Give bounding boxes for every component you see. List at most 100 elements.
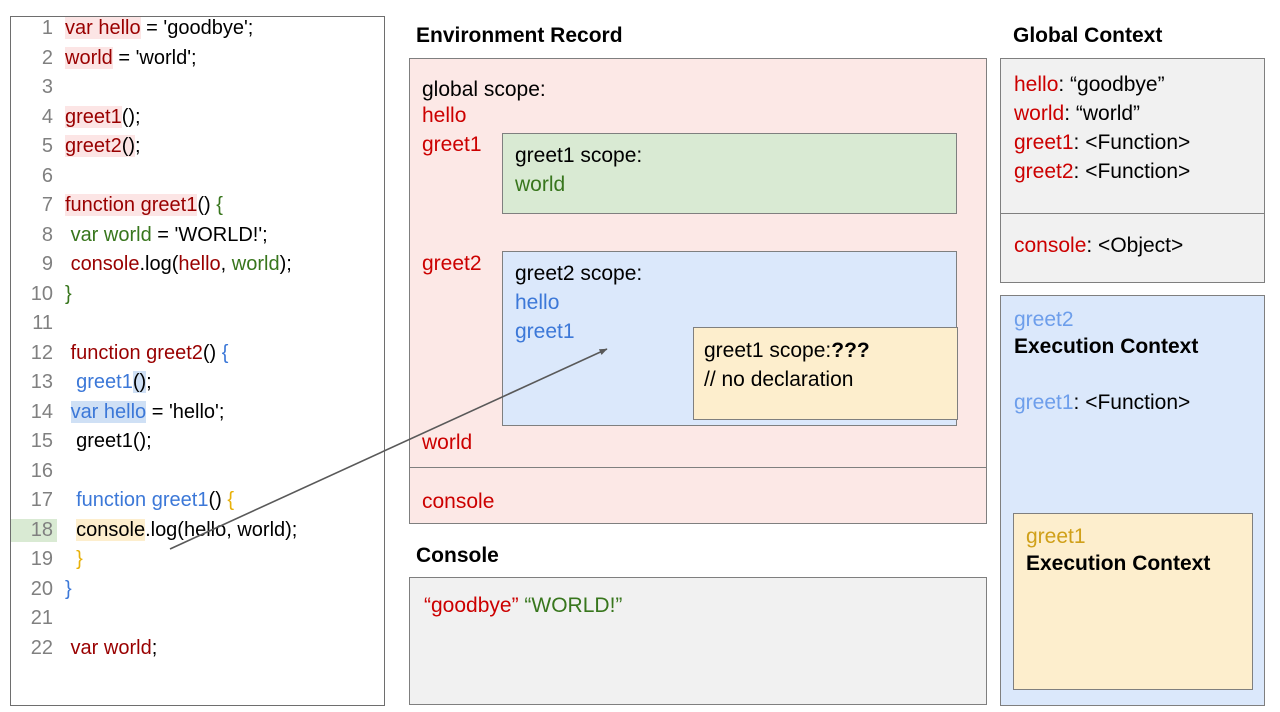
line-number: 18 [11,518,57,542]
code-token: { [216,194,223,216]
greet2-scope-title: greet2 scope: [515,262,643,285]
code-line[interactable]: 22 var world; [11,637,384,667]
global-context-variable-row: world: “world” [1014,102,1140,126]
line-number: 21 [30,607,53,629]
line-number: 10 [30,282,53,305]
global-context-variable-value: : <Function> [1073,160,1191,183]
environment-record-divider [410,467,986,468]
inner-greet1-note: // no declaration [704,368,854,391]
code-token: greet1(); [65,430,152,452]
global-context-variable-key: greet2 [1014,160,1074,183]
console-title: Console [416,544,499,567]
code-line-content: var world = 'WORLD!'; [57,224,268,247]
code-line[interactable]: 20} [11,578,384,608]
line-number: 11 [32,312,53,334]
greet1-scope-binding-world: world [515,173,566,196]
code-token: greet1 [76,371,133,393]
line-number: 7 [41,194,53,216]
code-token: , [220,253,232,275]
code-line[interactable]: 9 console.log(hello, world); [11,253,384,283]
code-token: ; [135,135,141,157]
code-line[interactable]: 11 [11,312,384,342]
global-context-variable-value: : <Function> [1073,131,1191,154]
code-line-content: greet1(); [57,105,141,129]
code-line[interactable]: 3 [11,76,384,106]
greet2-scope-binding-hello: hello [515,291,560,314]
code-token: function greet2 [65,341,203,364]
code-line[interactable]: 15 greet1(); [11,430,384,460]
greet1-execution-context-box: greet1 Execution Context [1013,513,1253,690]
code-line-content: var world; [57,636,158,660]
code-line[interactable]: 18 console.log(hello, world); [11,518,384,549]
code-line-content: world = 'world'; [57,46,197,70]
greet2-execution-context-label: greet2 [1014,308,1074,331]
line-number: 2 [41,46,53,69]
code-line[interactable]: 19 } [11,548,384,578]
greet2-scope-binding-greet1: greet1 [515,320,575,343]
global-context-variable-value: : “world” [1064,102,1141,125]
code-line[interactable]: 21 [11,607,384,637]
code-line-content: } [57,548,83,571]
global-context-console-key: console [1014,234,1087,257]
code-token: } [76,548,83,570]
line-number: 12 [30,341,53,364]
code-token: var world [65,636,152,659]
line-number: 9 [41,253,53,275]
global-context-divider [1001,213,1264,214]
global-context-variable-value: : “goodbye” [1058,73,1165,96]
code-token [65,371,76,393]
code-token [65,401,71,423]
code-token: = 'hello'; [146,400,225,423]
code-token: var hello [65,17,141,39]
code-token: var world [70,223,152,246]
global-context-title: Global Context [1013,24,1163,47]
code-line[interactable]: 13 greet1(); [11,371,384,401]
code-line[interactable]: 14 var hello = 'hello'; [11,400,384,431]
code-line[interactable]: 10} [11,283,384,313]
code-line-content: } [57,283,72,306]
line-number: 22 [30,636,53,659]
code-line-content: function greet1() { [57,194,223,217]
greet2-execution-context-heading: Execution Context [1014,335,1199,358]
code-line-content: console.log(hello, world); [57,253,292,276]
code-line[interactable]: 8 var world = 'WORLD!'; [11,224,384,254]
code-token: { [227,489,235,511]
code-line-content: greet1(); [57,371,152,394]
line-number: 1 [41,17,53,39]
line-number: 17 [30,489,53,511]
code-line[interactable]: 16 [11,460,384,490]
code-token: () [208,489,228,511]
code-line[interactable]: 17 function greet1() { [11,489,384,519]
code-token: ); [279,253,292,275]
console-box[interactable]: “goodbye” “WORLD!” [409,577,987,705]
inner-greet1-scope-title: greet1 scope:??? [704,339,870,363]
code-token: = 'WORLD!'; [151,223,268,246]
env-binding-world: world [422,431,473,454]
code-line[interactable]: 6 [11,165,384,195]
code-token: { [221,341,229,364]
console-output-line: “goodbye” “WORLD!” [424,594,622,618]
env-binding-greet1: greet1 [422,133,482,156]
code-line-content: var hello = 'hello'; [57,400,225,424]
line-number: 6 [41,164,53,187]
code-line-content: var hello = 'goodbye'; [57,17,253,40]
line-number: 15 [30,430,53,452]
code-token: .log(hello, world); [145,518,298,541]
line-number: 13 [30,371,53,393]
greet2-execution-context-variable-row: greet1: <Function> [1014,391,1190,415]
env-binding-hello: hello [422,104,467,127]
code-line[interactable]: 12 function greet2() { [11,342,384,372]
code-token: world [65,46,113,69]
code-line-content: console.log(hello, world); [57,518,298,542]
code-line-content: function greet2() { [57,341,229,365]
global-context-box: hello: “goodbye”world: “world”greet1: <F… [1000,58,1265,283]
greet2-scope-box: greet2 scope: hello greet1 greet1 scope:… [502,251,958,426]
code-token: () [202,341,222,364]
